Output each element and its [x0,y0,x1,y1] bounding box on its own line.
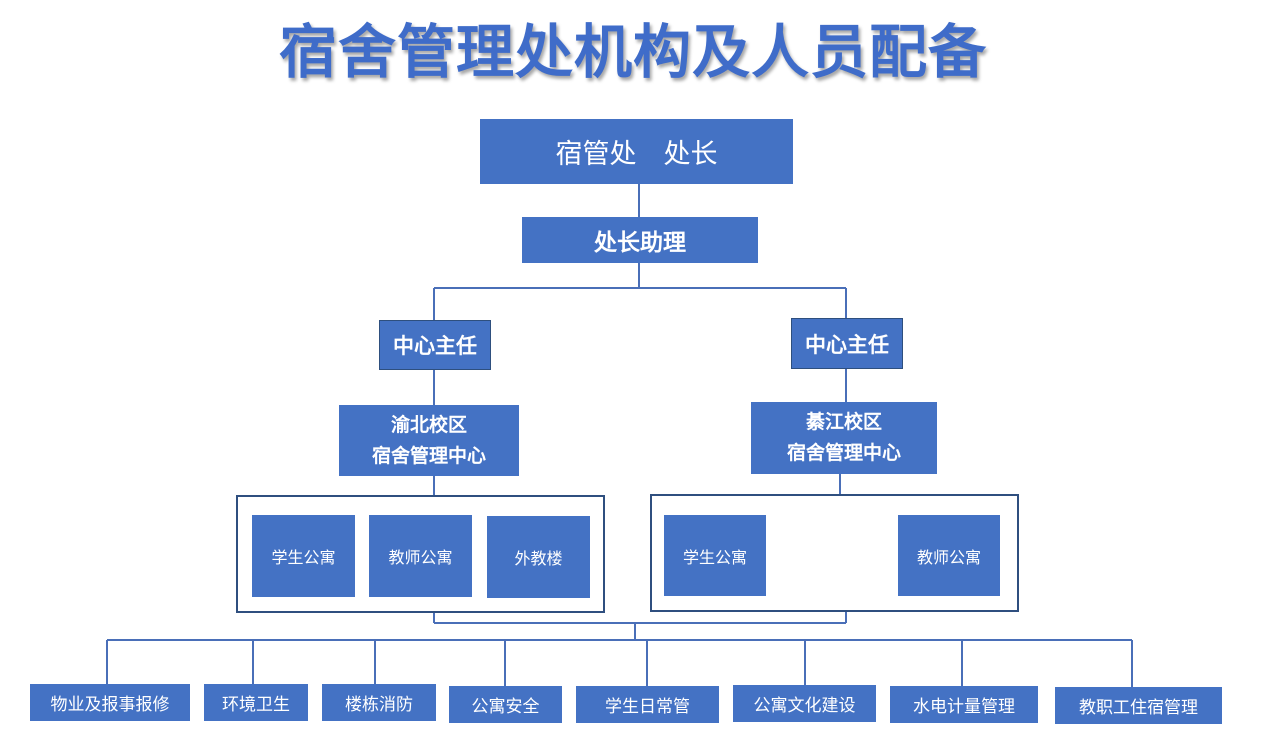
right-units-frame [650,494,1019,612]
function-box-fire-safety: 楼栋消防 [322,684,436,721]
left-unit-foreign-teacher-building: 外教楼 [487,516,590,598]
left-center-director-label: 中心主任 [393,333,477,358]
right-campus-center-box: 綦江校区 宿舍管理中心 [751,402,937,474]
left-unit-label: 教师公寓 [388,548,453,567]
function-box-utility-metering: 水电计量管理 [890,686,1038,723]
right-center-director-label: 中心主任 [805,331,889,357]
function-label: 环境卫生 [222,695,290,715]
left-unit-teacher-apartment: 教师公寓 [369,515,472,597]
function-label: 楼栋消防 [345,695,413,715]
function-box-staff-housing: 教职工住宿管理 [1055,687,1222,724]
left-units-frame [236,495,605,613]
function-label: 物业及报事报修 [50,695,170,715]
right-unit-teacher-apartment: 教师公寓 [898,515,1000,596]
function-box-apartment-security: 公寓安全 [449,686,562,723]
assistant-box: 处长助理 [522,217,758,263]
left-campus-center-box: 渝北校区 宿舍管理中心 [339,405,519,476]
right-unit-label: 学生公寓 [682,547,747,567]
right-center-name: 宿舍管理中心 [786,442,901,464]
left-campus-name: 渝北校区 [390,413,467,436]
function-label: 水电计量管理 [913,697,1015,717]
left-unit-label: 学生公寓 [271,548,336,567]
right-unit-student-apartment: 学生公寓 [664,515,766,596]
function-box-student-daily-management: 学生日常管 [576,686,719,723]
left-unit-label: 外教楼 [514,549,563,568]
assistant-label: 处长助理 [594,229,686,256]
function-label: 公寓安全 [471,697,540,717]
function-box-property-repair: 物业及报事报修 [30,684,190,721]
function-box-environment-hygiene: 环境卫生 [204,684,308,721]
function-label: 教职工住宿管理 [1079,698,1198,718]
director-box: 宿管处 处长 [480,119,793,184]
right-center-director-box: 中心主任 [791,318,903,369]
right-campus-name: 綦江校区 [805,411,882,433]
left-center-name: 宿舍管理中心 [371,444,486,467]
page-title: 宿舍管理处机构及人员配备 [278,18,987,86]
function-label: 学生日常管 [605,697,690,717]
left-unit-student-apartment: 学生公寓 [252,515,355,597]
right-unit-label: 教师公寓 [916,547,981,567]
function-label: 公寓文化建设 [753,696,856,716]
function-box-apartment-culture: 公寓文化建设 [733,685,876,722]
left-center-director-box: 中心主任 [379,320,491,370]
director-label: 宿管处 处长 [555,139,718,170]
